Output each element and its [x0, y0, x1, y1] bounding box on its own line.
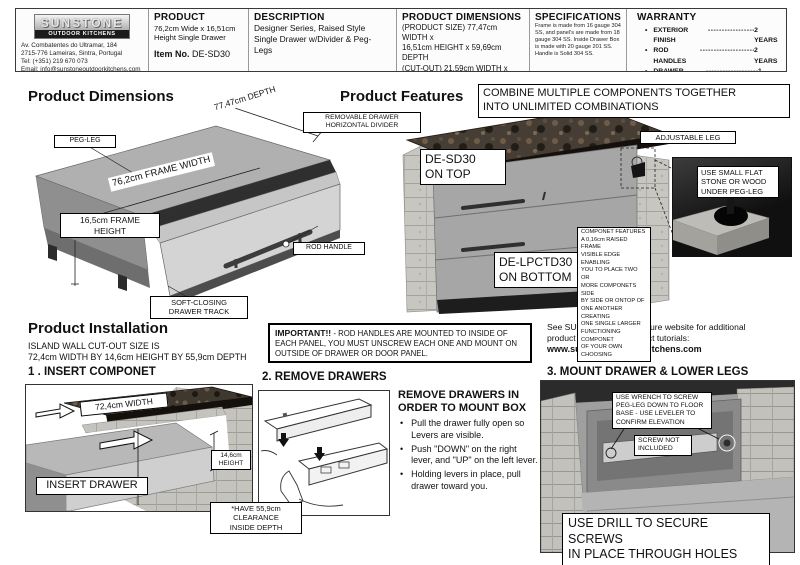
product-text: 76,2cm Wide x 16,51cm Height Single Draw… [154, 24, 236, 43]
warranty-item: ROD HANDLES ---------------------2 YEARS [637, 46, 781, 66]
item-number-value: DE-SD30 [192, 48, 231, 59]
warranty-name: EXTERIOR FINISH [653, 27, 689, 45]
address-line: 2715-776 Lameiras, Sintra, Portugal [21, 49, 123, 57]
warranty-name: DRAWER TRACK [653, 67, 706, 71]
address-line: Tel: (+351) 219 670 073 [21, 57, 88, 65]
sunstone-logo: SUNSTONE OUTDOOR KITCHENS [34, 14, 130, 39]
cutout-height-label: 14,6cm HEIGHT [211, 450, 251, 471]
product-title: PRODUCT [154, 12, 205, 23]
drawer-isometric-drawing [18, 98, 348, 323]
product-dimensions-title: PRODUCT DIMENSIONS [402, 12, 522, 23]
warranty-leader: --------------------- [699, 47, 754, 55]
clearance-label: *HAVE 55,9cm CLEARANCE INSIDE DEPTH [210, 502, 302, 535]
header: SUNSTONE OUTDOOR KITCHENS Av. Combatente… [15, 8, 787, 72]
frame-height-label: 16,5cm FRAME HEIGHT [60, 213, 160, 239]
specifications-section: SPECIFICATIONS Frame is made from 16 gau… [530, 9, 627, 71]
specifications-title: SPECIFICATIONS [535, 12, 621, 23]
warranty-leader: -------------------- [706, 67, 758, 71]
bullet-item: Push "DOWN" on the right lever, and "UP"… [398, 444, 540, 467]
bullet-item: Pull the drawer fully open so Levers are… [398, 418, 540, 441]
divider-label: REMOVABLE DRAWER HORIZONTAL DIVIDER [303, 112, 421, 133]
warranty-section: WARRANTY EXTERIOR FINISH ---------------… [627, 9, 786, 71]
dimensions-heading: Product Dimensions [28, 88, 174, 105]
important-title: IMPORTANT!! [275, 328, 332, 338]
bullet-text: Holding levers in place, pull drawer tow… [411, 469, 521, 491]
warranty-leader: ------------------ [708, 27, 755, 34]
cutout-line1: ISLAND WALL CUT-OUT SIZE IS [28, 341, 160, 351]
features-heading: Product Features [340, 88, 464, 105]
description-section: DESCRIPTION Designer Series, Raised Styl… [249, 9, 397, 71]
warranty-value: 2 YEARS [754, 47, 778, 65]
drill-label: USE DRILL TO SECURE SCREWS IN PLACE THRO… [562, 513, 770, 565]
cutout-line2: 72,4cm WIDTH BY 14,6cm HEIGHT BY 55,9cm … [28, 352, 247, 363]
warranty-value: 1 YEAR [758, 67, 781, 71]
screw-not-included-label: SCREW NOT INCLUDED [634, 435, 692, 456]
insert-drawer-label: INSERT DRAWER [36, 477, 148, 495]
step2-heading: 2. REMOVE DRAWERS [262, 371, 387, 383]
drawer-track-label: SOFT-CLOSING DRAWER TRACK [150, 296, 248, 319]
cutout-size-note: ISLAND WALL CUT-OUT SIZE IS 72,4cm WIDTH… [28, 341, 247, 364]
remove-drawers-bullets: Pull the drawer fully open so Levers are… [398, 418, 540, 492]
component-features-note: COMPONET FEATURES A 0,16cm RAISED FRAME … [577, 227, 651, 362]
flat-stone-label: USE SMALL FLAT STONE OR WOOD UNDER PEG-L… [697, 166, 779, 199]
remove-drawers-image [258, 390, 390, 516]
bullet-text: Push "DOWN" on the right lever, and "UP"… [411, 443, 538, 466]
address-line: Av. Combatentes do Ultramar, 184 [21, 42, 118, 49]
address-line: Email: info@sunstoneoutdoorkitchens.com [21, 65, 141, 71]
important-text: - ROD HANDLES ARE MOUNTED TO INSIDE OF E… [275, 329, 518, 359]
pegleg-detail-svg [673, 180, 771, 255]
warranty-title: WARRANTY [637, 12, 697, 23]
bullet-text: Pull the drawer fully open so Levers are… [411, 418, 525, 440]
specifications-text: Frame is made from 16 gauge 304 SS, and … [535, 23, 621, 57]
brand-tagline: OUTDOOR KITCHENS [35, 30, 129, 38]
warranty-name: ROD HANDLES [653, 47, 687, 65]
remove-drawers-title: REMOVE DRAWERS IN ORDER TO MOUNT BOX [398, 389, 527, 415]
description-text: Designer Series, Raised Style Single Dra… [254, 23, 372, 55]
company-section: SUNSTONE OUTDOOR KITCHENS Av. Combatente… [16, 9, 149, 71]
top-unit-label: DE-SD30 ON TOP [420, 149, 506, 185]
product-dimensions-text: (PRODUCT SIZE) 77,47cm WIDTH x 16,51cm H… [402, 23, 508, 71]
item-number-label: Item No. [154, 48, 190, 59]
step3-heading: 3. MOUNT DRAWER & LOWER LEGS [547, 366, 749, 378]
warranty-value: 2 YEARS [754, 27, 778, 45]
important-notice: IMPORTANT!! - ROD HANDLES ARE MOUNTED TO… [268, 323, 532, 363]
peg-leg-label: PEG-LEG [54, 135, 116, 148]
rod-handle-label: ROD HANDLE [293, 242, 365, 255]
remove-drawers-svg [260, 398, 389, 507]
company-address: Av. Combatentes do Ultramar, 184 2715-77… [21, 42, 143, 71]
bullet-item: Holding levers in place, pull drawer tow… [398, 469, 540, 492]
remove-drawers-instructions: REMOVE DRAWERS IN ORDER TO MOUNT BOX Pul… [398, 389, 540, 495]
adjustable-leg-label: ADJUSTABLE LEG [640, 131, 736, 145]
installation-heading: Product Installation [28, 320, 169, 337]
brand-name: SUNSTONE [40, 16, 124, 30]
wrench-label: USE WRENCH TO SCREW PEG-LEG DOWN TO FLOO… [612, 392, 712, 429]
step1-heading: 1 . INSERT COMPONET [28, 366, 156, 378]
description-title: DESCRIPTION [254, 12, 325, 23]
drawer-drawing-svg [34, 98, 341, 304]
item-number-row: Item No. DE-SD30 [154, 49, 243, 59]
product-section: PRODUCT 76,2cm Wide x 16,51cm Height Sin… [149, 9, 249, 71]
combine-banner: COMBINE MULTIPLE COMPONENTS TOGETHER INT… [478, 84, 790, 118]
warranty-item: DRAWER TRACK-------------------- 1 YEAR [637, 67, 781, 71]
product-dimensions-section: PRODUCT DIMENSIONS (PRODUCT SIZE) 77,47c… [397, 9, 530, 71]
warranty-item: EXTERIOR FINISH ------------------2 YEAR… [637, 26, 781, 46]
warranty-list: EXTERIOR FINISH ------------------2 YEAR… [637, 26, 781, 71]
